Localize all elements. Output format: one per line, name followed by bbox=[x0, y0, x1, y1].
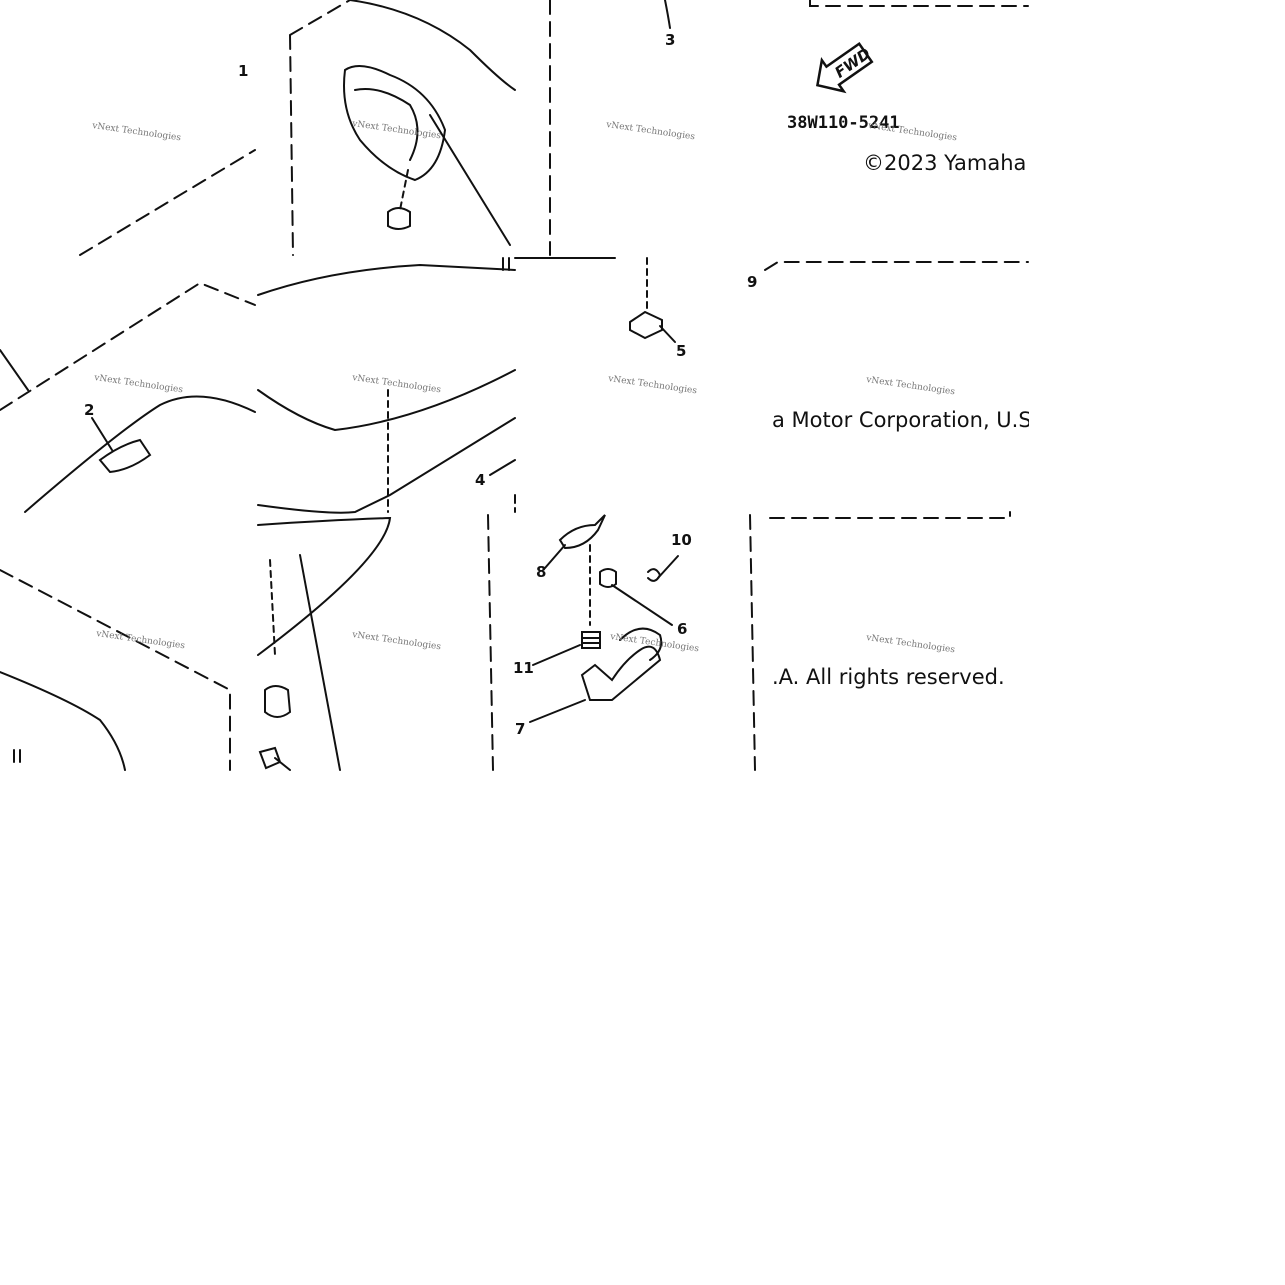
leader-11 bbox=[532, 644, 581, 666]
callout-11: 11 bbox=[513, 659, 534, 677]
callout-5: 5 bbox=[676, 342, 686, 360]
frame-dashed-9-bottom bbox=[769, 511, 1011, 519]
seat-edge bbox=[349, 0, 516, 91]
callout-2: 2 bbox=[84, 401, 94, 419]
hinge bbox=[98, 438, 152, 474]
cup-stud-dashed bbox=[399, 169, 409, 211]
leader-4 bbox=[489, 459, 516, 476]
callout-7: 7 bbox=[515, 720, 525, 738]
leader-5 bbox=[659, 325, 676, 343]
watermark: vNext Technologies bbox=[93, 373, 184, 396]
lock-cable bbox=[619, 627, 663, 661]
callout-1: 1 bbox=[238, 62, 248, 80]
plug-5 bbox=[629, 310, 663, 340]
bracket-7 bbox=[580, 645, 662, 701]
bumper bbox=[264, 685, 292, 718]
seat-top-mid bbox=[257, 263, 516, 296]
seat-strap bbox=[429, 114, 511, 246]
bracket-8 bbox=[558, 514, 606, 550]
seat-lower-rod bbox=[299, 554, 341, 771]
part-code: 38W110-5241 bbox=[787, 113, 900, 133]
spring-11 bbox=[581, 631, 601, 649]
fwd-arrow-icon: FWD bbox=[815, 42, 874, 94]
copyright-line-1: ©2023 Yamaha bbox=[863, 151, 1027, 175]
leader-3 bbox=[664, 0, 671, 29]
seat-lower-edge bbox=[0, 671, 126, 771]
seat-middle-edge bbox=[24, 395, 256, 513]
copyright-line-3: .A. All rights reserved. bbox=[772, 665, 1005, 689]
watermark-group: vNext Technologies vNext Technologies vN… bbox=[91, 119, 958, 656]
seat-cup bbox=[343, 65, 447, 182]
watermark: vNext Technologies bbox=[605, 120, 696, 143]
seat-lower-dashed-mid bbox=[269, 559, 276, 656]
watermark: vNext Technologies bbox=[351, 119, 442, 142]
seat-outline-dashed bbox=[79, 149, 256, 256]
seat-mid-curve bbox=[257, 369, 516, 432]
watermark: vNext Technologies bbox=[351, 630, 442, 653]
bolt bbox=[258, 746, 291, 771]
frame-dashed-top bbox=[809, 0, 1029, 7]
callout-10: 10 bbox=[671, 531, 692, 549]
callout-3: 3 bbox=[665, 31, 675, 49]
watermark: vNext Technologies bbox=[351, 373, 442, 396]
callout-6: 6 bbox=[677, 620, 687, 638]
leader-8 bbox=[544, 544, 566, 569]
leader-10 bbox=[657, 555, 679, 579]
callout-4: 4 bbox=[475, 471, 485, 489]
copyright-line-2: a Motor Corporation, U.S bbox=[772, 408, 1029, 432]
frame-dashed-9 bbox=[764, 261, 1029, 271]
seat-mid-lower bbox=[257, 417, 516, 514]
seat-middle-dashed bbox=[0, 281, 256, 411]
watermark: vNext Technologies bbox=[865, 375, 956, 398]
watermark: vNext Technologies bbox=[867, 121, 958, 144]
watermark: vNext Technologies bbox=[95, 629, 186, 652]
leader-7 bbox=[529, 699, 586, 723]
leader-2 bbox=[91, 417, 113, 451]
watermark: vNext Technologies bbox=[91, 121, 182, 144]
seat-lower-right bbox=[257, 516, 392, 656]
clip-small bbox=[502, 257, 510, 271]
clip-10 bbox=[647, 568, 662, 582]
watermark: vNext Technologies bbox=[865, 633, 956, 656]
watermark: vNext Technologies bbox=[607, 374, 698, 397]
callout-9: 9 bbox=[747, 273, 757, 291]
clip-lower bbox=[13, 749, 21, 763]
seat-lower-dashed bbox=[0, 569, 231, 771]
frame-dashed-left bbox=[487, 514, 494, 771]
seat-frame-dashed bbox=[289, 0, 351, 256]
seat-cup-inner bbox=[354, 88, 419, 161]
seat-left-line bbox=[0, 349, 29, 391]
frame-dashed-right bbox=[749, 514, 756, 771]
leader-6 bbox=[611, 584, 673, 626]
callout-8: 8 bbox=[536, 563, 546, 581]
cup-nut bbox=[387, 207, 411, 230]
grommet-6 bbox=[599, 568, 617, 588]
